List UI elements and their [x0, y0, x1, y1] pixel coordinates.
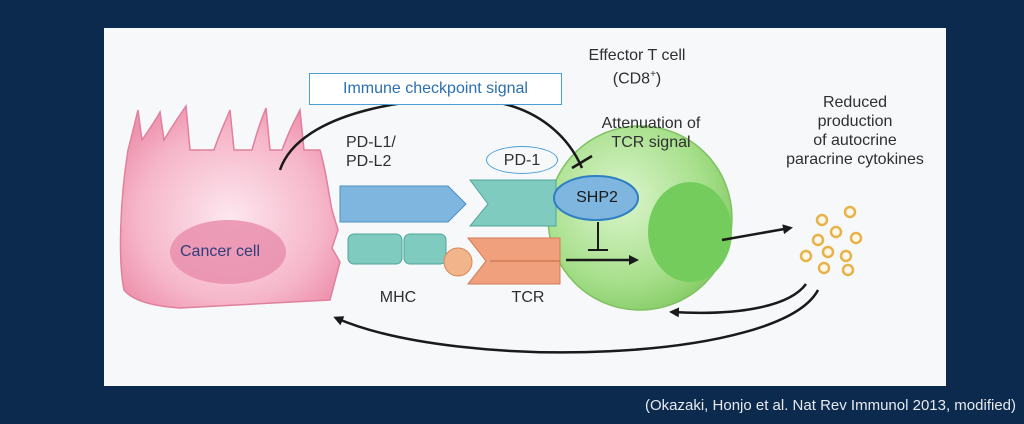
cytokine-dot — [811, 233, 825, 247]
cytokine-dot — [821, 245, 835, 259]
cytokine-dot — [799, 249, 813, 263]
cytokine-release-arrow — [721, 224, 793, 242]
cytokine-dot — [843, 205, 857, 219]
shp2-label: SHP2 — [576, 189, 618, 206]
cytokine-dot — [829, 225, 843, 239]
pdl-receptor — [339, 185, 467, 223]
tcr-label: TCR — [511, 289, 545, 306]
cancer-nucleus — [170, 220, 286, 284]
effector-t-cell-label: Effector T cell (CD8+) — [588, 47, 686, 88]
paracrine-arrow — [333, 289, 820, 354]
cytokine-dot — [815, 213, 829, 227]
cytokine-dots — [799, 205, 863, 277]
reduced-production-label: Reduced production of autocrine paracrin… — [786, 94, 924, 168]
cytokine-dot — [817, 261, 831, 275]
autocrine-arrow — [669, 283, 808, 318]
citation: (Okazaki, Honjo et al. Nat Rev Immunol 2… — [645, 397, 1016, 414]
cytokine-dot — [849, 231, 863, 245]
cytokine-dot — [841, 263, 855, 277]
t-cell-nucleus — [648, 182, 732, 282]
antigen — [443, 247, 473, 277]
immune-checkpoint-signal-label: Immune checkpoint signal — [309, 73, 562, 105]
checkpoint-inhibit-bar — [571, 154, 593, 170]
mhc-label: MHC — [379, 289, 417, 306]
pd1-label: PD-1 — [486, 146, 558, 174]
cytokine-dot — [839, 249, 853, 263]
attenuation-label: Attenuation of TCR signal — [601, 115, 701, 151]
shp2-node — [553, 175, 639, 221]
pd1-receptor — [468, 179, 557, 227]
mhc-block-right — [403, 233, 447, 265]
cancer-cell-label: Cancer cell — [179, 243, 261, 260]
pdl-label: PD-L1/ PD-L2 — [346, 134, 396, 170]
mhc-block-left — [347, 233, 403, 265]
